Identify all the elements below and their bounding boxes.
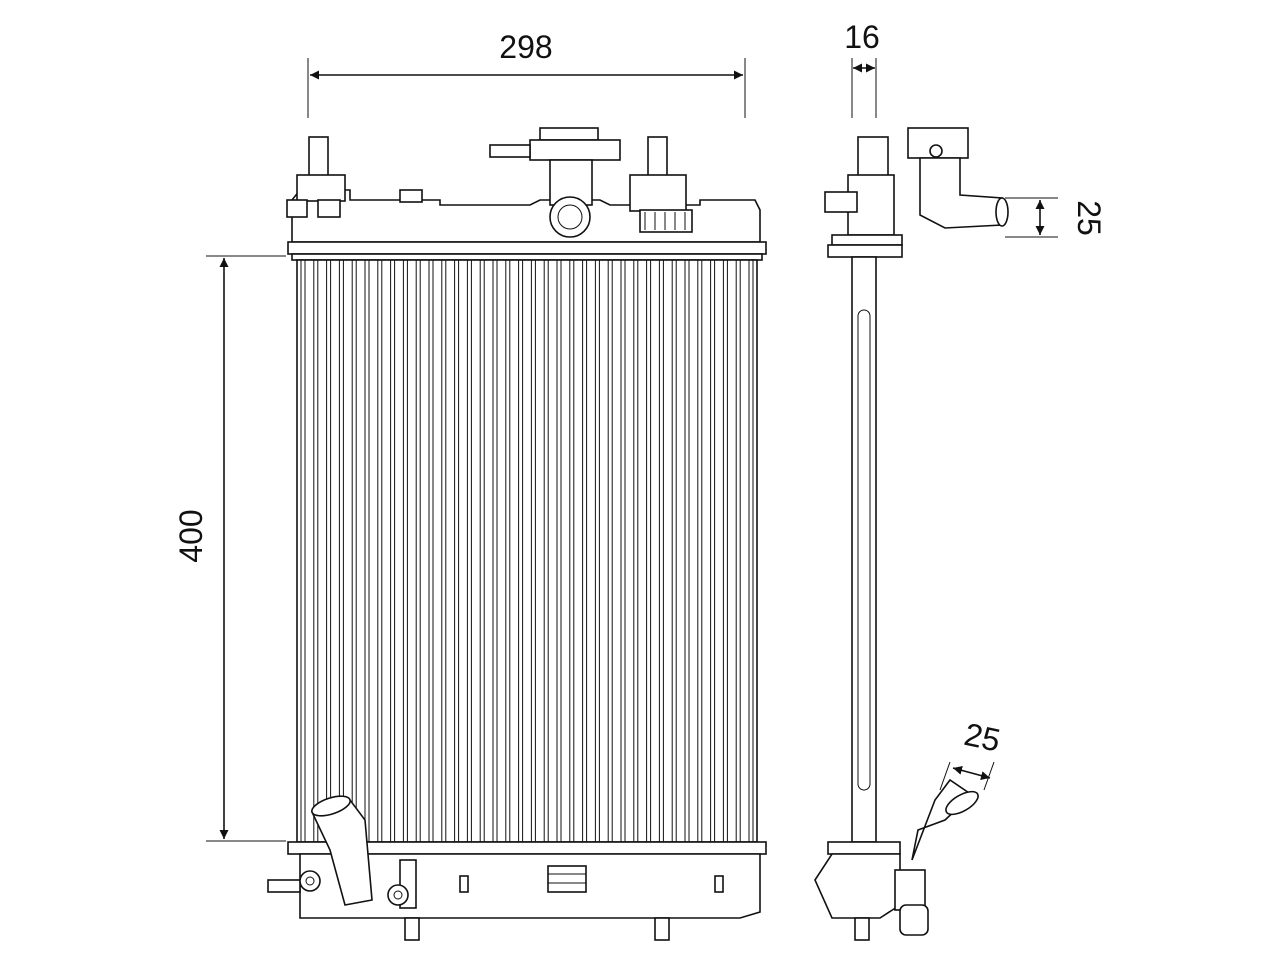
thickness-label: 16	[844, 19, 880, 55]
upper-hose-label: 25	[1071, 200, 1107, 236]
side-view	[814, 127, 1009, 941]
dimension-lower-hose: 25	[939, 716, 1003, 791]
dimension-width: 298	[307, 29, 746, 118]
dimension-height: 400	[173, 255, 286, 842]
dimension-thickness: 16	[844, 19, 880, 118]
core-tubes	[300, 260, 754, 842]
top-tank	[286, 127, 767, 261]
bottom-tank	[267, 795, 767, 941]
lower-hose-label: 25	[961, 716, 1003, 759]
dimension-upper-hose: 25	[1005, 197, 1107, 238]
radiator-core	[296, 259, 758, 843]
height-label: 400	[173, 509, 209, 562]
width-label: 298	[499, 29, 552, 65]
front-view	[267, 127, 767, 941]
